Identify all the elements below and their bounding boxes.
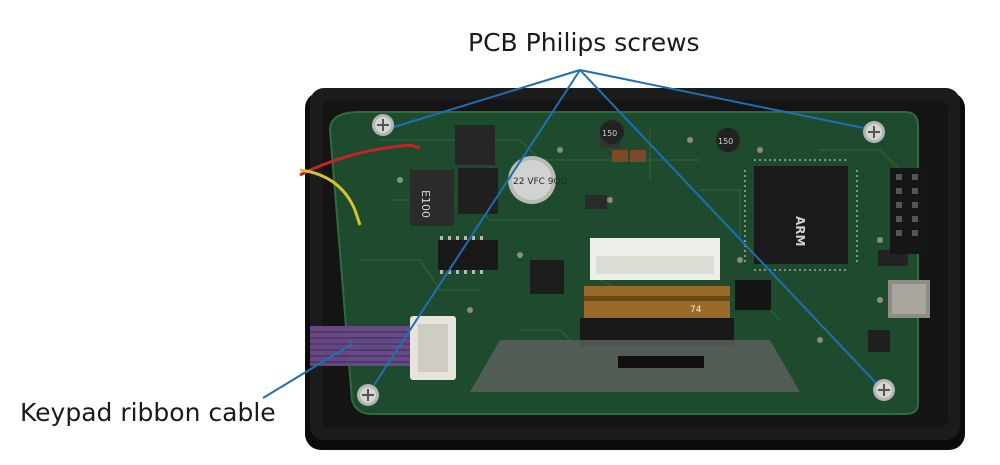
microcontroller-chip <box>754 166 848 264</box>
pin-header <box>890 168 928 254</box>
flex-cable-stripe <box>584 296 730 301</box>
ribbon-connector-slot <box>418 324 448 372</box>
pcb-edge <box>328 111 919 415</box>
mcu-brand-marking: ARM <box>793 216 807 246</box>
display-driver-ic <box>618 356 704 368</box>
capacitor-marking: 22 VFC 9QD <box>513 177 568 187</box>
header-pin-holes <box>896 174 918 236</box>
yellow-wire <box>299 168 362 226</box>
screw-top-right <box>863 121 885 143</box>
screw-bottom-right <box>873 379 895 401</box>
capacitor-top <box>512 160 552 200</box>
inductor-block <box>410 170 454 226</box>
svg-text:150: 150 <box>718 137 733 146</box>
ribbon-callout-line <box>262 343 353 399</box>
flex-cable-marking: 74 <box>690 305 702 315</box>
screw-bottom-left <box>357 384 379 406</box>
flex-cable <box>584 286 730 318</box>
fpc-connector-latch <box>596 256 714 274</box>
red-wire <box>299 143 421 177</box>
screw-top-left <box>372 114 394 136</box>
power-inductor-1: 150 <box>600 120 624 144</box>
ic-pins <box>440 236 483 274</box>
screws-callout-lines <box>373 69 877 386</box>
smd-components <box>420 125 908 364</box>
ribbon-annotation-label: Keypad ribbon cable <box>20 398 276 427</box>
svg-text:150: 150 <box>602 129 617 138</box>
crystal-top <box>892 284 926 314</box>
power-inductor-2: 150 <box>716 128 740 152</box>
inductor-marking: E100 <box>419 190 432 218</box>
screws-annotation-label: PCB Philips screws <box>468 28 700 57</box>
